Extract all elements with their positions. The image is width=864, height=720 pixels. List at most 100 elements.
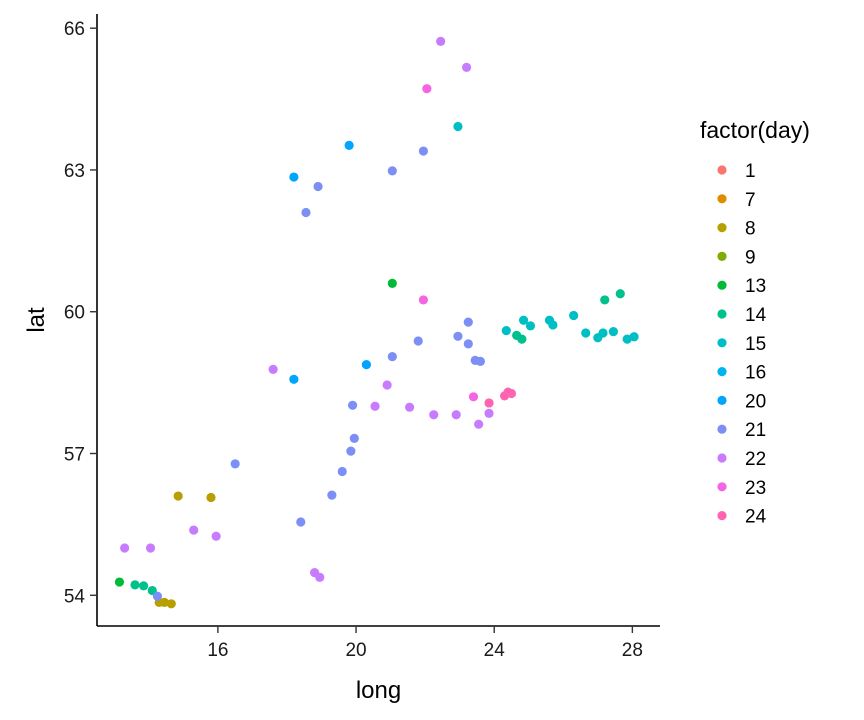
- legend-label-8: 8: [745, 219, 756, 240]
- legend-label-1: 1: [745, 161, 756, 182]
- data-point-day-20: [289, 374, 299, 384]
- data-point-day-21: [475, 356, 485, 366]
- data-point-day-20: [289, 172, 299, 182]
- data-point-day-22: [120, 543, 130, 553]
- data-point-day-21: [152, 591, 163, 601]
- legend-label-13: 13: [745, 276, 766, 297]
- data-point-day-22: [211, 531, 221, 541]
- data-point-day-24: [506, 388, 517, 399]
- x-tick-label: 28: [622, 640, 643, 661]
- data-point-day-21: [230, 459, 240, 469]
- data-point-day-23: [418, 295, 429, 305]
- data-point-day-14: [615, 289, 625, 299]
- legend-key-7: [717, 194, 727, 204]
- data-point-day-21: [453, 331, 463, 341]
- legend-title: factor(day): [700, 117, 810, 143]
- data-point-day-15: [629, 332, 639, 342]
- legend-key-24: [717, 510, 727, 521]
- x-tick-label: 16: [207, 640, 228, 661]
- y-tick-label: 54: [64, 586, 86, 607]
- data-point-day-22: [370, 401, 380, 411]
- data-point-day-13: [387, 278, 397, 288]
- legend-label-9: 9: [745, 247, 756, 268]
- data-point-day-15: [453, 121, 463, 132]
- legend-key-1: [717, 165, 727, 175]
- data-point-day-15: [518, 315, 529, 325]
- y-tick-label: 66: [64, 19, 85, 40]
- data-point-day-14: [139, 581, 149, 591]
- data-point-day-24: [484, 398, 494, 408]
- data-point-day-8: [166, 599, 176, 609]
- data-point-day-22: [404, 402, 415, 412]
- legend-label-22: 22: [745, 449, 766, 470]
- legend-key-22: [717, 453, 727, 463]
- data-point-day-22: [484, 408, 494, 418]
- data-point-day-15: [525, 321, 536, 331]
- data-point-day-15: [569, 310, 579, 321]
- legend-label-15: 15: [745, 334, 766, 355]
- data-point-day-21: [387, 166, 397, 176]
- data-point-day-22: [145, 543, 156, 553]
- data-point-day-22: [451, 410, 461, 420]
- data-point-day-15: [501, 326, 511, 336]
- legend-key-16: [717, 367, 727, 377]
- data-point-day-15: [581, 328, 591, 338]
- y-axis-title: lat: [23, 307, 50, 333]
- legend-label-21: 21: [745, 420, 766, 441]
- legend-key-21: [717, 424, 727, 434]
- data-point-day-20: [344, 140, 354, 150]
- y-tick-label: 60: [64, 303, 85, 324]
- legend-label-7: 7: [745, 190, 756, 211]
- data-point-day-22: [315, 572, 325, 582]
- data-point-day-22: [189, 525, 199, 535]
- data-point-day-20: [361, 360, 372, 370]
- data-point-day-13: [114, 577, 125, 587]
- data-point-day-21: [347, 400, 358, 410]
- data-point-day-23: [468, 392, 479, 402]
- legend-key-20: [717, 395, 727, 405]
- data-point-day-8: [159, 597, 169, 607]
- data-point-day-21: [337, 466, 347, 477]
- data-point-day-14: [600, 295, 610, 305]
- data-point-day-22: [268, 364, 278, 374]
- data-point-day-21: [349, 433, 359, 443]
- data-point-day-15: [622, 334, 632, 344]
- legend-key-23: [717, 482, 727, 492]
- legend-key-14: [717, 309, 727, 319]
- data-point-day-21: [301, 207, 311, 218]
- data-point-day-21: [346, 446, 356, 456]
- data-point-day-21: [327, 490, 337, 500]
- data-point-day-21: [387, 352, 397, 362]
- data-point-day-21: [313, 181, 323, 192]
- data-point-day-22: [429, 410, 439, 420]
- points-layer: [114, 36, 639, 609]
- legend-key-13: [717, 280, 727, 290]
- data-point-day-8: [173, 491, 183, 501]
- legend-key-15: [717, 338, 727, 348]
- data-point-day-21: [418, 146, 429, 156]
- legend-label-16: 16: [745, 363, 766, 384]
- data-point-day-15: [548, 320, 558, 330]
- data-point-day-21: [463, 339, 473, 349]
- data-point-day-23: [422, 84, 432, 94]
- data-point-day-15: [608, 326, 618, 337]
- data-point-day-21: [413, 336, 423, 346]
- legend-label-24: 24: [745, 507, 767, 528]
- x-axis-ticks: 16 20 24 28: [207, 626, 643, 661]
- data-point-day-22: [436, 36, 446, 47]
- data-point-day-8: [206, 492, 216, 503]
- x-tick-label: 20: [345, 640, 366, 661]
- legend-label-20: 20: [745, 391, 766, 412]
- data-point-day-15: [598, 328, 608, 338]
- x-tick-label: 24: [484, 640, 506, 661]
- data-point-day-21: [463, 317, 473, 327]
- legend-key-8: [717, 223, 727, 233]
- y-tick-label: 63: [64, 161, 85, 182]
- x-axis-title: long: [356, 677, 401, 704]
- data-point-day-22: [461, 62, 472, 73]
